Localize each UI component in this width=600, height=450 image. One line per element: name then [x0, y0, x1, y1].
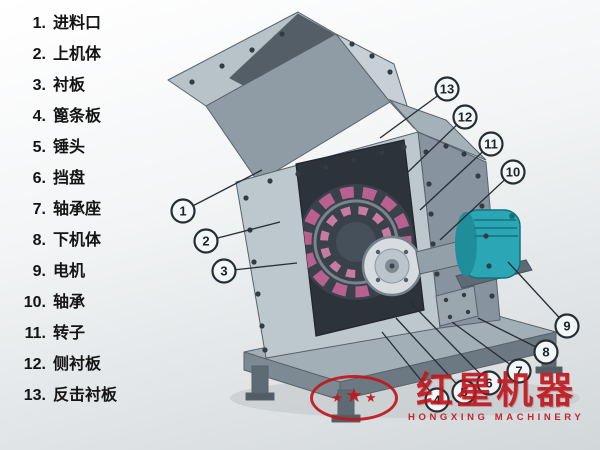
callout-12: 12 [452, 104, 478, 130]
legend-num: 5. [32, 139, 46, 156]
legend-num: 1. [32, 15, 46, 32]
legend-num: 10. [23, 294, 46, 311]
legend-num: 4. [32, 108, 46, 125]
callout-4: 4 [424, 387, 450, 413]
legend-label: 进料口 [53, 15, 102, 32]
legend-num: 6. [32, 170, 46, 187]
legend-item-7: 7. 轴承座 [14, 194, 117, 225]
legend-label: 轴承 [53, 294, 86, 311]
legend-num: 3. [32, 77, 46, 94]
legend-item-1: 1. 进料口 [14, 8, 117, 39]
base-leg [337, 389, 355, 419]
callout-11: 11 [478, 131, 504, 157]
svg-text:6: 6 [485, 376, 492, 391]
legend-item-10: 10. 轴承 [14, 287, 117, 318]
legend-label: 转子 [53, 325, 86, 342]
callout-1: 1 [170, 198, 196, 224]
motor-fins [474, 219, 518, 237]
bearing-hub [361, 235, 423, 297]
legend-label: 侧衬板 [53, 356, 102, 373]
legend-num: 8. [32, 232, 46, 249]
svg-text:4: 4 [433, 393, 441, 408]
legend-num: 9. [32, 263, 46, 280]
legend-num: 2. [32, 46, 46, 63]
legend-item-12: 12. 侧衬板 [14, 349, 117, 380]
legend-num: 11. [24, 325, 46, 342]
legend-item-8: 8. 下机体 [14, 225, 117, 256]
svg-text:5: 5 [460, 385, 467, 400]
legend-label: 篦条板 [53, 108, 102, 125]
callout-2: 2 [193, 228, 219, 254]
legend-num: 12. [23, 356, 46, 373]
svg-text:13: 13 [440, 82, 454, 97]
legend-item-13: 13. 反击衬板 [14, 380, 117, 411]
callout-7: 7 [506, 358, 532, 384]
legend-item-11: 11. 转子 [14, 318, 117, 349]
legend-label: 锤头 [53, 139, 86, 156]
callout-3: 3 [211, 258, 237, 284]
svg-text:3: 3 [220, 264, 227, 279]
legend-label: 电机 [53, 263, 86, 280]
legend-item-5: 5. 锤头 [14, 132, 117, 163]
legend-item-3: 3. 衬板 [14, 70, 117, 101]
svg-text:10: 10 [506, 165, 520, 180]
callouts: 1 2 3 4 5 6 7 8 9 10 11 12 13 [170, 76, 580, 413]
legend-num: 13. [23, 387, 46, 404]
svg-text:12: 12 [458, 110, 472, 125]
svg-text:11: 11 [484, 137, 498, 152]
svg-text:7: 7 [515, 364, 522, 379]
svg-text:8: 8 [542, 345, 549, 360]
callout-5: 5 [451, 379, 477, 405]
bearing-seat [435, 285, 479, 327]
bolts [189, 31, 495, 353]
legend-item-2: 2. 上机体 [14, 39, 117, 70]
top-panel [388, 98, 487, 161]
callout-10: 10 [500, 159, 526, 185]
callout-8: 8 [533, 339, 559, 365]
legend-item-9: 9. 电机 [14, 256, 117, 287]
legend-label: 衬板 [53, 77, 86, 94]
legend-item-6: 6. 挡盘 [14, 163, 117, 194]
legend-label: 下机体 [53, 232, 102, 249]
svg-text:2: 2 [202, 234, 209, 249]
legend-label: 挡盘 [53, 170, 86, 187]
legend-label: 轴承座 [53, 201, 102, 218]
parts-legend: 1. 进料口 2. 上机体 3. 衬板 4. 篦条板 5. 锤头 6. 挡盘 7. 轴承座 8… [14, 8, 117, 411]
base-leg [251, 365, 269, 397]
svg-text:1: 1 [179, 204, 186, 219]
legend-num: 7. [32, 201, 46, 218]
callout-6: 6 [476, 370, 502, 396]
callout-13: 13 [434, 76, 460, 102]
legend-label: 上机体 [53, 46, 102, 63]
legend-label: 反击衬板 [53, 387, 118, 404]
legend-item-4: 4. 篦条板 [14, 101, 117, 132]
callout-9: 9 [554, 313, 580, 339]
svg-text:9: 9 [563, 319, 570, 334]
